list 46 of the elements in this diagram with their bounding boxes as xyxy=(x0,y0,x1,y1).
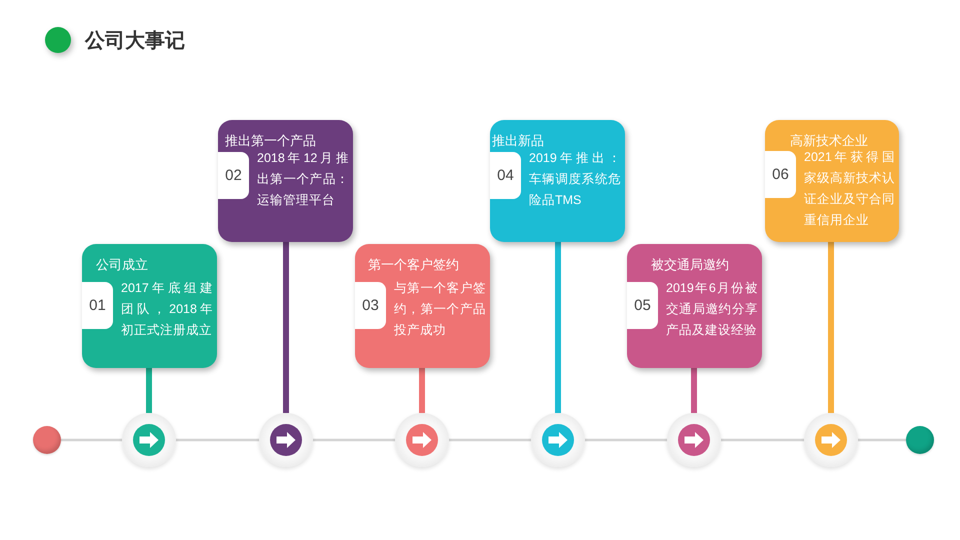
event-description: 2019年推出：车辆调度系统危险品TMS xyxy=(529,150,621,209)
event-description: 与第一个客户签约，第一个产品投产成功 xyxy=(394,280,486,339)
event-title: 推出第一个产品 xyxy=(225,132,316,150)
timeline-ring xyxy=(122,413,176,467)
event-description: 2018年12月推出第一个产品：运输管理平台 xyxy=(257,150,349,209)
event-title: 被交通局邀约 xyxy=(651,256,729,274)
timeline-line xyxy=(721,438,804,442)
stem-line xyxy=(691,368,697,413)
stem-line xyxy=(828,242,834,413)
stem-line xyxy=(419,368,425,413)
stem-line xyxy=(146,368,152,413)
step-number: 04 xyxy=(490,152,521,199)
event-card xyxy=(218,120,353,242)
step-number: 03 xyxy=(355,282,386,329)
timeline-ring xyxy=(804,413,858,467)
event-card xyxy=(490,120,625,242)
step-number: 06 xyxy=(765,151,796,198)
event-card xyxy=(627,244,762,368)
event-description: 2021年获得国家级高新技术认证企业及守合同重信用企业 xyxy=(804,149,895,229)
stem-line xyxy=(283,242,289,413)
event-title: 高新技术企业 xyxy=(790,132,868,150)
event-title: 第一个客户签约 xyxy=(368,256,459,274)
event-card xyxy=(82,244,217,368)
stem-line xyxy=(555,242,561,413)
event-description: 2019年6月份被交通局邀约分享产品及建设经验 xyxy=(666,280,758,339)
step-number: 01 xyxy=(82,282,113,329)
event-card xyxy=(765,120,899,242)
event-title: 公司成立 xyxy=(96,256,148,274)
timeline-line xyxy=(449,438,531,442)
timeline-ring xyxy=(531,413,585,467)
timeline-end-dot xyxy=(33,426,61,454)
step-number: 02 xyxy=(218,152,249,199)
event-title: 推出新品 xyxy=(492,132,544,150)
event-description: 2017年底组建团队，2018年初正式注册成立 xyxy=(121,280,213,339)
page-title: 公司大事记 xyxy=(85,29,185,54)
event-card xyxy=(355,244,490,368)
timeline-line xyxy=(61,438,122,442)
timeline-line xyxy=(585,438,667,442)
timeline-line xyxy=(858,438,906,442)
timeline-end-dot xyxy=(906,426,934,454)
timeline-ring xyxy=(259,413,313,467)
step-number: 05 xyxy=(627,282,658,329)
timeline-line xyxy=(313,438,395,442)
timeline-ring xyxy=(667,413,721,467)
timeline-ring xyxy=(395,413,449,467)
timeline-line xyxy=(176,438,259,442)
